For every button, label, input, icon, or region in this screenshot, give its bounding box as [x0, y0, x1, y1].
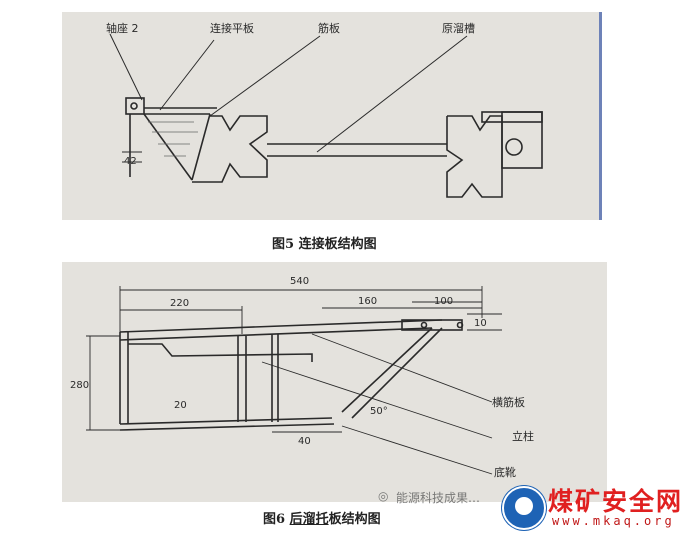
- wechat-watermark: 能源科技成果…: [396, 489, 480, 506]
- site-url: www.mkaq.org: [552, 514, 675, 528]
- label-connect-plate: 连接平板: [210, 21, 254, 35]
- figure5-caption: 图5 连接板结构图: [272, 237, 377, 252]
- label-trough: 原溜槽: [442, 21, 475, 35]
- figure5-drawing: 轴座 2 连接平板 筋板 原溜槽 42: [106, 21, 543, 198]
- wechat-watermark-text: 能源科技成果: [396, 491, 469, 505]
- shaft-seat-shape: [125, 97, 145, 115]
- label-rib: 筋板: [318, 21, 340, 35]
- dim-20: 20: [174, 400, 187, 411]
- figure6-caption: 图6 后溜托板结构图: [263, 508, 381, 527]
- label-column: 立柱: [512, 429, 534, 443]
- miner-helmet-icon: [502, 486, 546, 530]
- dim-160: 160: [358, 296, 377, 307]
- dim-42: 42: [124, 156, 137, 167]
- label-base-shoe: 底靴: [494, 465, 516, 479]
- figure6-drawing: 540 220 160 100 280 20 10 40 50° 横筋板 立柱 …: [70, 276, 534, 479]
- dim-angle: 50°: [370, 406, 388, 417]
- figure6-caption-suffix: 板结构图: [328, 512, 381, 527]
- site-name: 煤矿安全网: [548, 487, 684, 516]
- label-shaft-seat: 轴座 2: [106, 21, 139, 35]
- site-logo[interactable]: 煤矿安全网 www.mkaq.org: [498, 480, 698, 535]
- figure5-photo: 轴座 2 连接平板 筋板 原溜槽 42: [62, 12, 602, 220]
- figure6-caption-prefix: 图6: [263, 512, 290, 527]
- wechat-watermark-suffix: …: [468, 491, 481, 505]
- label-cross-rib: 横筋板: [492, 395, 525, 409]
- shaft-seat-hole: [130, 102, 138, 110]
- photo-edge: [599, 12, 602, 220]
- dim-100: 100: [434, 296, 453, 307]
- dim-40: 40: [298, 436, 311, 447]
- dim-540: 540: [290, 276, 309, 287]
- right-block: [501, 111, 543, 169]
- wechat-icon: ◎: [378, 489, 389, 503]
- figure6-photo: 540 220 160 100 280 20 10 40 50° 横筋板 立柱 …: [62, 262, 607, 502]
- dim-280: 280: [70, 380, 89, 391]
- right-block-hole: [505, 138, 523, 156]
- dim-220: 220: [170, 298, 189, 309]
- dim-10: 10: [474, 318, 487, 329]
- figure6-caption-underlined: 后溜托: [289, 512, 329, 527]
